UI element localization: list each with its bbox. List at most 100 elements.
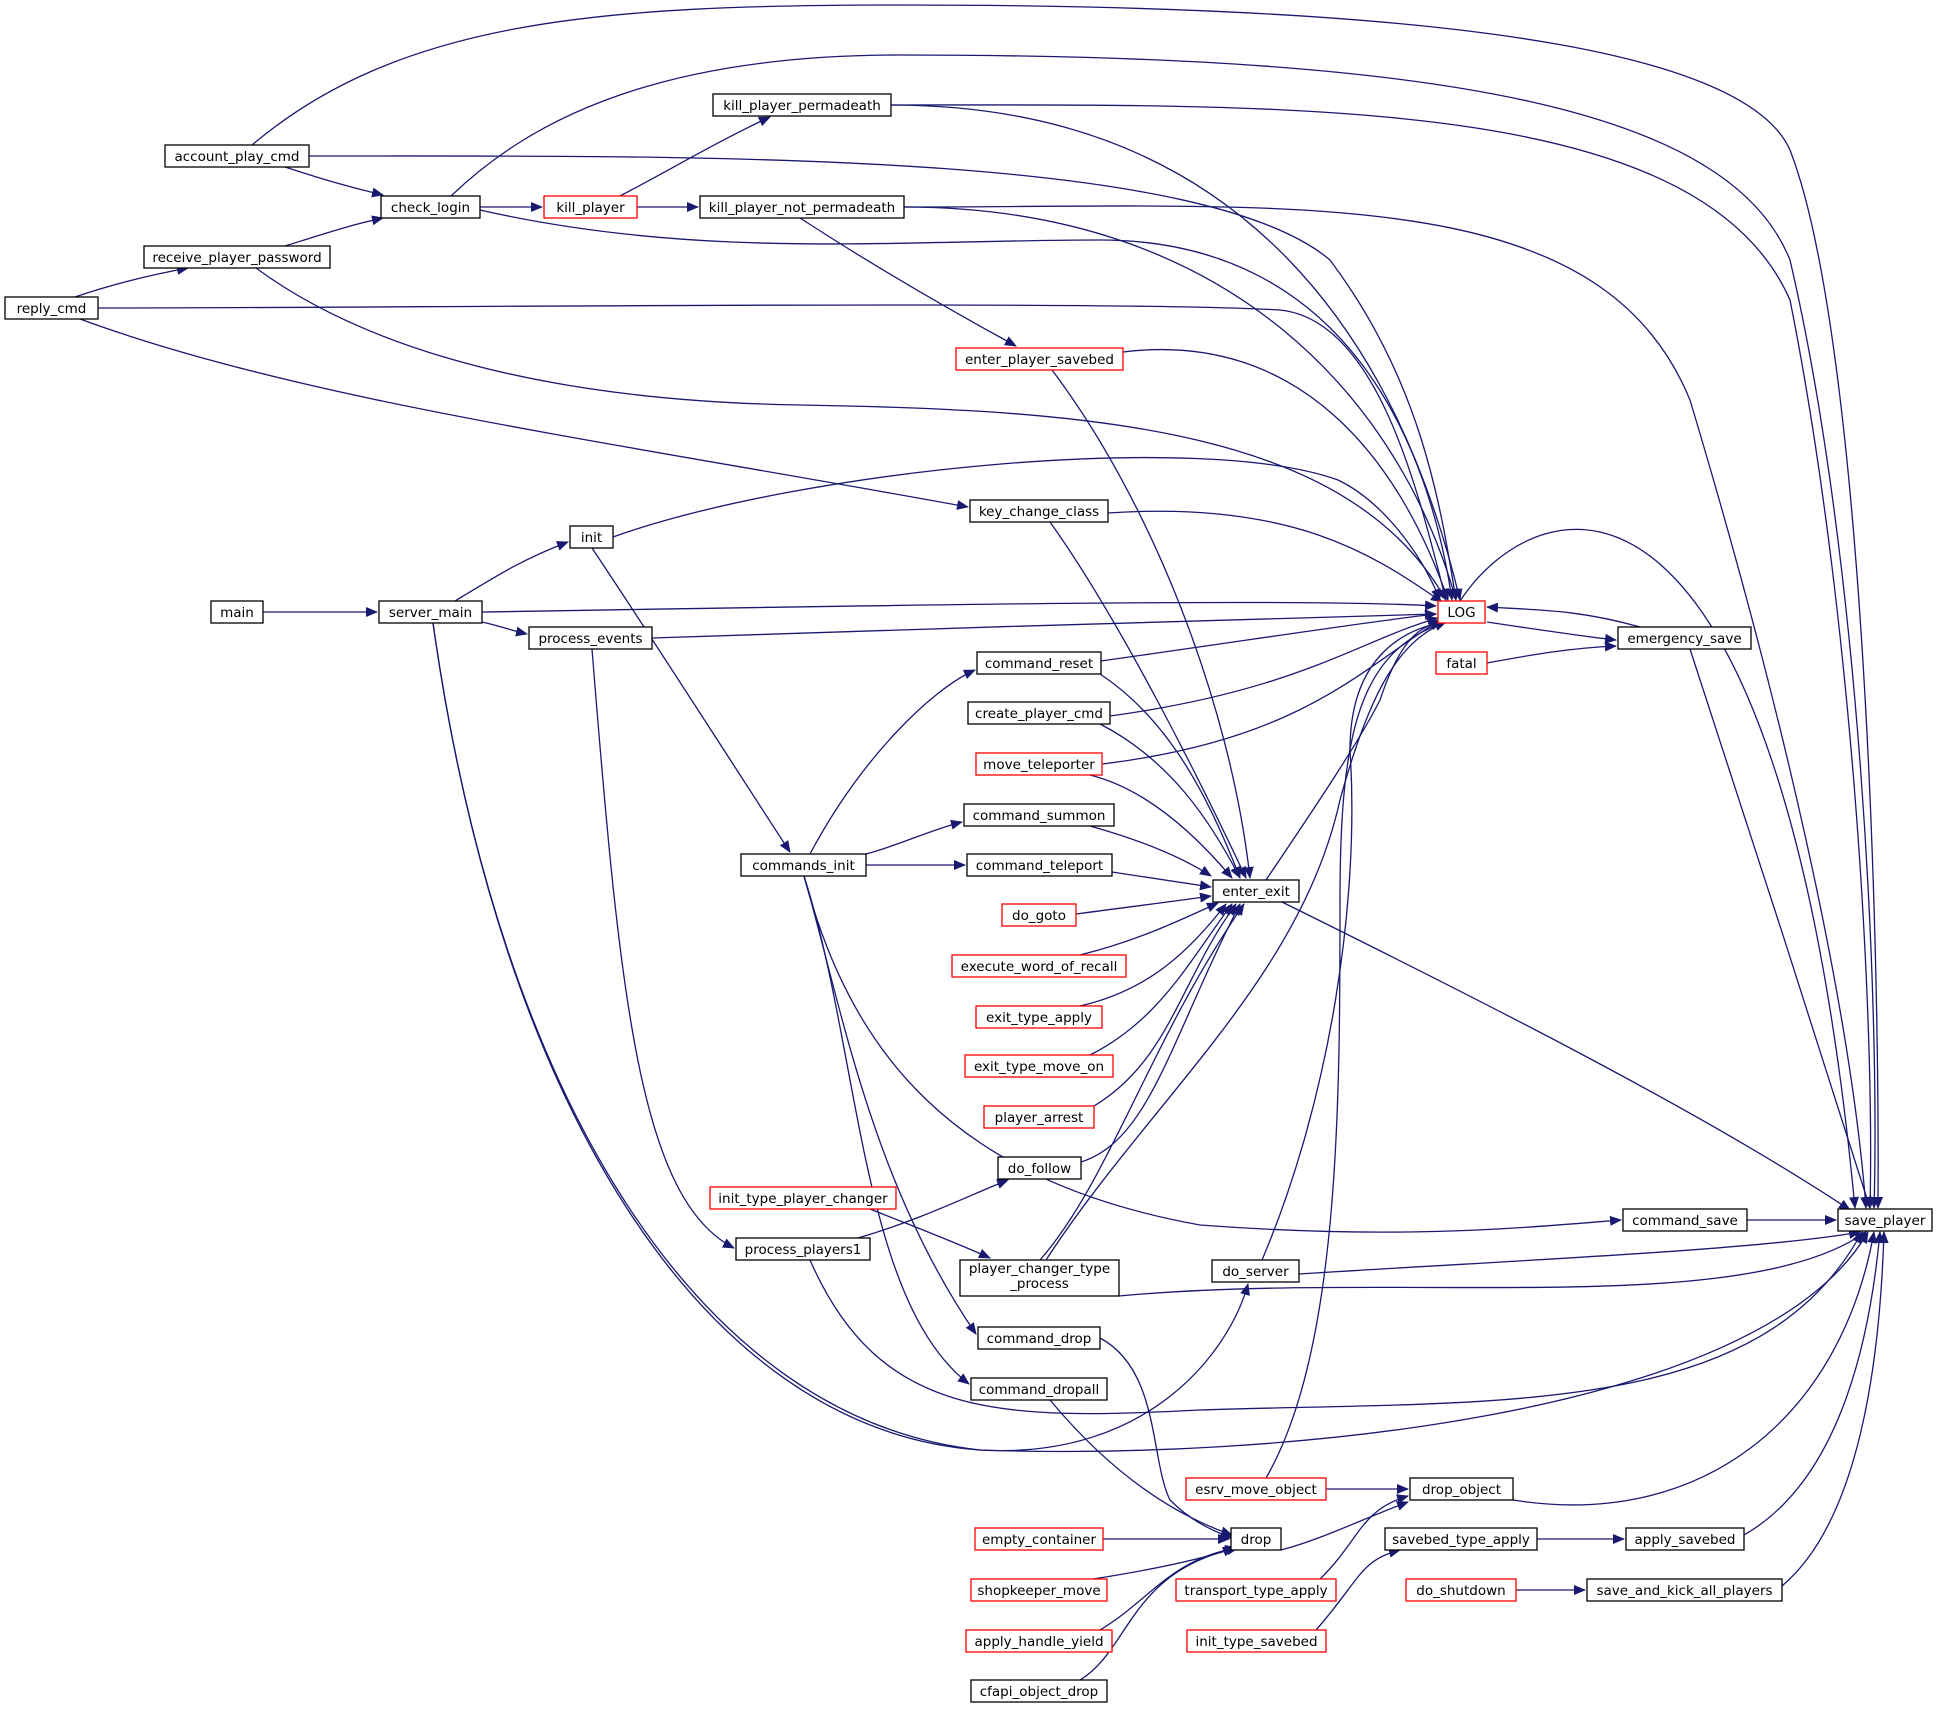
edge-server-main-to-save-player	[432, 622, 1869, 1453]
edge-kill-player-not-permadeath-to-save-player	[903, 205, 1871, 1209]
edge-process-events-to-log	[651, 609, 1437, 639]
node-box	[1622, 1208, 1748, 1232]
node-box	[528, 626, 653, 650]
edge-move-teleporter-to-enter-exit	[1089, 774, 1233, 879]
edge-server-main-to-log	[481, 600, 1437, 613]
node-receive-player-password[interactable]: receive_player_password	[143, 245, 331, 269]
edge-create-player-cmd-to-enter-exit	[1099, 723, 1241, 879]
node-move-teleporter[interactable]: move_teleporter	[975, 752, 1103, 776]
edge-kill-player-to-kill-player-permadeath	[619, 116, 771, 197]
node-label: drop	[1241, 1532, 1272, 1548]
node-command-drop[interactable]: command_drop	[977, 1326, 1101, 1350]
edge-save-and-kick-all-players-to-save-player	[1781, 1231, 1889, 1587]
node-label: move_teleporter	[983, 757, 1095, 773]
node-init[interactable]: init	[569, 525, 614, 549]
node-emergency-save[interactable]: emergency_save	[1617, 626, 1752, 650]
node-key-change-class[interactable]: key_change_class	[969, 499, 1109, 523]
node-label: init_type_savebed	[1195, 1634, 1317, 1650]
edge-reply-cmd-to-receive-player-password	[74, 265, 189, 298]
node-box	[1212, 879, 1300, 903]
node-box	[966, 853, 1113, 877]
node-command-summon[interactable]: command_summon	[963, 803, 1115, 827]
node-do-goto[interactable]: do_goto	[1001, 903, 1077, 927]
node-box	[967, 701, 1111, 725]
node-init-type-player-changer[interactable]: init_type_player_changer	[709, 1186, 897, 1210]
node-label: create_player_cmd	[975, 706, 1103, 722]
node-kill-player[interactable]: kill_player	[543, 195, 638, 219]
edge-check-login-to-log	[479, 209, 1456, 601]
node-account-play-cmd[interactable]: account_play_cmd	[164, 144, 310, 168]
edge-key-change-class-to-enter-exit	[1049, 521, 1247, 879]
node-do-follow[interactable]: do_follow	[997, 1156, 1082, 1180]
node-fatal[interactable]: fatal	[1435, 651, 1488, 675]
edge-init-to-log	[612, 456, 1441, 601]
node-transport-type-apply[interactable]: transport_type_apply	[1175, 1578, 1337, 1602]
node-exit-type-move-on[interactable]: exit_type_move_on	[964, 1054, 1114, 1078]
node-command-reset[interactable]: command_reset	[976, 651, 1102, 675]
node-reply-cmd[interactable]: reply_cmd	[4, 296, 99, 320]
edge-reply-cmd-to-log	[97, 304, 1449, 601]
node-kill-player-not-permadeath[interactable]: kill_player_not_permadeath	[699, 195, 905, 219]
node-label: main	[220, 605, 254, 621]
node-cfapi-object-drop[interactable]: cfapi_object_drop	[970, 1679, 1108, 1703]
edge-kill-player-not-permadeath-to-log	[903, 206, 1458, 601]
node-server-main[interactable]: server_main	[378, 600, 483, 624]
node-box	[1185, 1477, 1327, 1501]
node-empty-container[interactable]: empty_container	[974, 1527, 1104, 1551]
node-do-server[interactable]: do_server	[1211, 1259, 1300, 1283]
edge-commands-init-to-command-drop	[803, 875, 977, 1335]
edge-log-to-save-player	[1459, 528, 1859, 1209]
node-label: empty_container	[982, 1532, 1096, 1548]
node-label: enter_exit	[1222, 884, 1290, 900]
edge-cfapi-object-drop-to-drop	[1079, 1545, 1239, 1681]
edge-command-dropall-to-drop	[1049, 1399, 1233, 1537]
node-main[interactable]: main	[210, 600, 264, 624]
node-process-players1[interactable]: process_players1	[735, 1237, 871, 1261]
node-label: cfapi_object_drop	[980, 1684, 1099, 1700]
node-enter-exit[interactable]: enter_exit	[1212, 879, 1300, 903]
node-apply-savebed[interactable]: apply_savebed	[1625, 1527, 1745, 1551]
node-enter-player-savebed[interactable]: enter_player_savebed	[955, 347, 1124, 371]
node-player-arrest[interactable]: player_arrest	[983, 1105, 1095, 1129]
node-command-dropall[interactable]: command_dropall	[970, 1377, 1108, 1401]
node-box	[983, 1105, 1095, 1129]
node-do-shutdown[interactable]: do_shutdown	[1405, 1578, 1517, 1602]
node-label: init_type_player_changer	[718, 1191, 888, 1207]
node-box	[965, 1629, 1113, 1653]
edge-exit-type-apply-to-enter-exit	[1079, 903, 1227, 1007]
node-label: do_shutdown	[1416, 1583, 1505, 1599]
edge-enter-exit-to-log	[1265, 618, 1443, 881]
node-create-player-cmd[interactable]: create_player_cmd	[967, 701, 1111, 725]
node-box	[1409, 1477, 1514, 1501]
node-drop-object[interactable]: drop_object	[1409, 1477, 1514, 1501]
node-log[interactable]: LOG	[1437, 600, 1486, 624]
node-label: save_and_kick_all_players	[1596, 1583, 1772, 1599]
node-label: player_changer_type_process	[969, 1261, 1110, 1292]
node-label: check_login	[391, 200, 470, 216]
node-drop[interactable]: drop	[1230, 1527, 1282, 1551]
node-savebed-type-apply[interactable]: savebed_type_apply	[1384, 1527, 1538, 1551]
edge-do-follow-to-enter-exit	[1080, 903, 1241, 1163]
edge-drop-object-to-save-player	[1512, 1231, 1877, 1506]
node-exit-type-apply[interactable]: exit_type_apply	[975, 1005, 1103, 1029]
node-shopkeeper-move[interactable]: shopkeeper_move	[970, 1578, 1108, 1602]
node-box	[976, 651, 1102, 675]
node-execute-word-of-recall[interactable]: execute_word_of_recall	[951, 954, 1127, 978]
node-esrv-move-object[interactable]: esrv_move_object	[1185, 1477, 1327, 1501]
node-box	[1586, 1578, 1783, 1602]
node-box	[977, 1326, 1101, 1350]
node-process-events[interactable]: process_events	[528, 626, 653, 650]
node-save-and-kick-all-players[interactable]: save_and_kick_all_players	[1586, 1578, 1783, 1602]
node-command-save[interactable]: command_save	[1622, 1208, 1748, 1232]
node-label: drop_object	[1422, 1482, 1501, 1498]
node-box	[569, 525, 614, 549]
node-kill-player-permadeath[interactable]: kill_player_permadeath	[712, 93, 892, 117]
node-apply-handle-yield[interactable]: apply_handle_yield	[965, 1629, 1113, 1653]
node-player-changer-type-process[interactable]: player_changer_type_process	[959, 1259, 1120, 1297]
node-commands-init[interactable]: commands_init	[740, 853, 867, 877]
edge-kill-player-not-permadeath-to-enter-player-savebed	[799, 217, 1017, 347]
node-command-teleport[interactable]: command_teleport	[966, 853, 1113, 877]
node-save-player[interactable]: save_player	[1837, 1208, 1933, 1232]
node-init-type-savebed[interactable]: init_type_savebed	[1186, 1629, 1327, 1653]
node-check-login[interactable]: check_login	[380, 195, 481, 219]
